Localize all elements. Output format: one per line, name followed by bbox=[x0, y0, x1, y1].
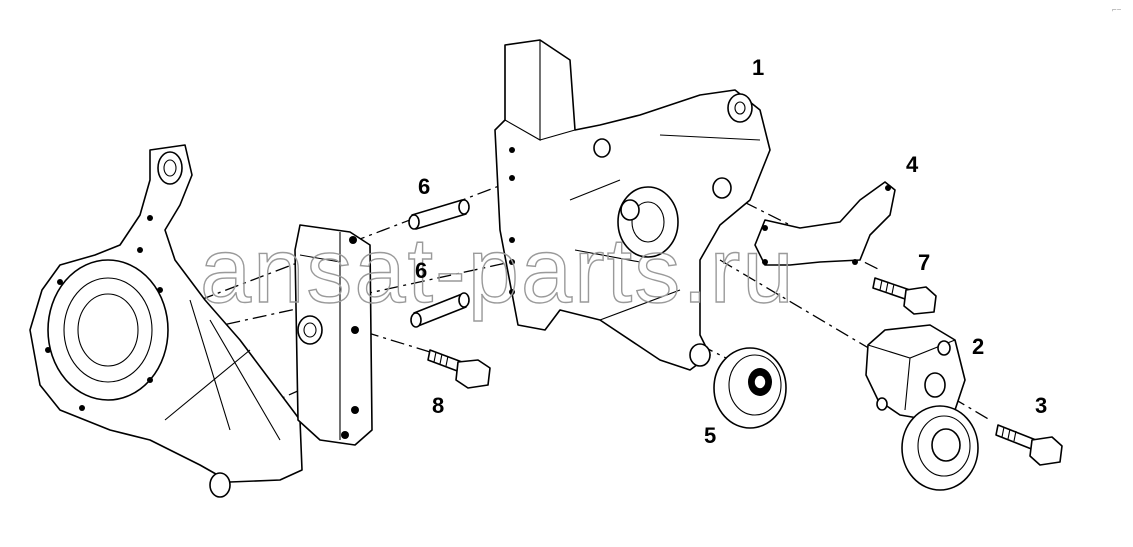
callout-6-lower: 6 bbox=[415, 258, 427, 283]
callout-1: 1 bbox=[752, 55, 764, 80]
callout-5: 5 bbox=[704, 423, 716, 448]
callout-8: 8 bbox=[432, 393, 444, 418]
engine-front-cover bbox=[29, 144, 303, 498]
watermark-text: ansat-parts.ru bbox=[200, 220, 796, 322]
bracket-plate-4 bbox=[754, 181, 896, 266]
callout-3: 3 bbox=[1035, 393, 1047, 418]
bolt-3 bbox=[995, 424, 1063, 466]
corner-mark: ⌐− bbox=[1112, 5, 1122, 14]
dowel-pin-upper bbox=[408, 199, 470, 230]
main-bracket bbox=[494, 39, 771, 371]
callout-4: 4 bbox=[906, 152, 919, 177]
belt-tensioner bbox=[865, 324, 979, 491]
adapter-plate bbox=[294, 224, 373, 446]
callout-2: 2 bbox=[972, 334, 984, 359]
callout-7: 7 bbox=[918, 250, 930, 275]
dowel-pin-lower bbox=[410, 292, 470, 328]
bolt-7 bbox=[872, 277, 937, 315]
callout-6-upper: 6 bbox=[418, 174, 430, 199]
idler-pulley bbox=[713, 347, 787, 429]
bolt-8 bbox=[427, 349, 491, 389]
